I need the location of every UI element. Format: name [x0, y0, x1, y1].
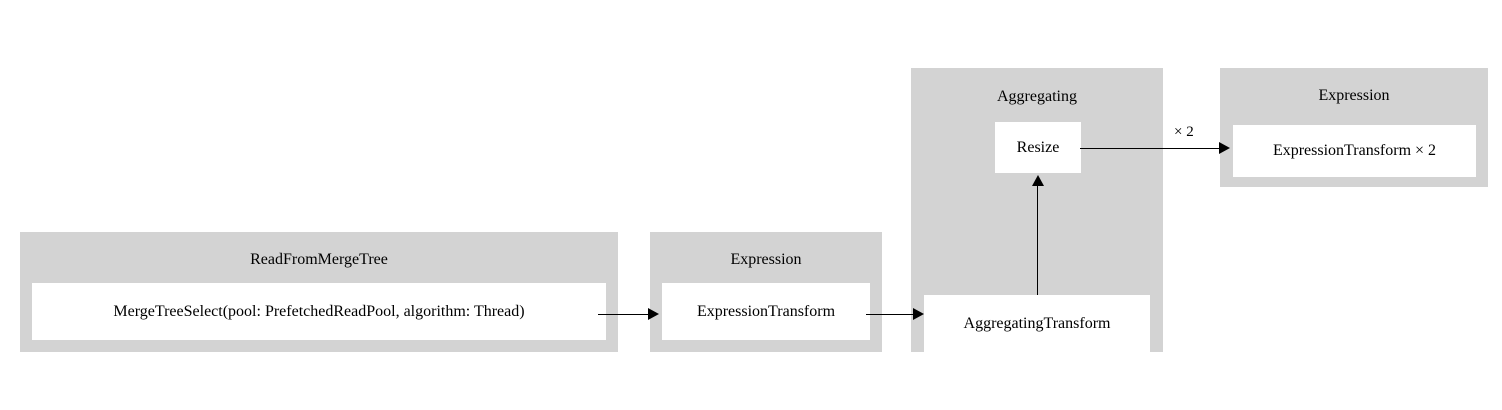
edge-expression-to-aggregating-line	[866, 314, 913, 315]
edge-label-resize-to-expression2: × 2	[1174, 124, 1194, 140]
cluster-expression-1: Expression ExpressionTransform	[650, 232, 882, 352]
edge-aggregating-to-resize-line	[1037, 186, 1038, 295]
cluster-read-from-merge-tree: ReadFromMergeTree MergeTreeSelect(pool: …	[20, 232, 618, 352]
node-resize[interactable]: Resize	[995, 122, 1081, 173]
edge-merge-to-expression-line	[598, 314, 648, 315]
node-expression-transform-x2[interactable]: ExpressionTransform × 2	[1233, 125, 1476, 177]
edge-merge-to-expression-arrowhead	[648, 308, 659, 320]
edge-expression-to-aggregating-arrowhead	[913, 308, 924, 320]
cluster-label-expression-2: Expression	[1318, 87, 1390, 104]
cluster-label-read-from-merge-tree: ReadFromMergeTree	[250, 251, 388, 268]
node-merge-tree-select[interactable]: MergeTreeSelect(pool: PrefetchedReadPool…	[32, 283, 606, 340]
cluster-label-expression-1: Expression	[730, 251, 802, 268]
cluster-expression-2: Expression ExpressionTransform × 2	[1220, 68, 1488, 187]
cluster-label-aggregating: Aggregating	[997, 88, 1077, 105]
node-expression-transform[interactable]: ExpressionTransform	[662, 283, 870, 340]
edge-resize-to-expression2-arrowhead	[1219, 142, 1230, 154]
edge-resize-to-expression2-line	[1080, 148, 1219, 149]
node-aggregating-transform[interactable]: AggregatingTransform	[924, 295, 1150, 352]
edge-aggregating-to-resize-arrowhead	[1032, 175, 1044, 186]
cluster-aggregating: Aggregating Resize AggregatingTransform	[911, 68, 1163, 352]
